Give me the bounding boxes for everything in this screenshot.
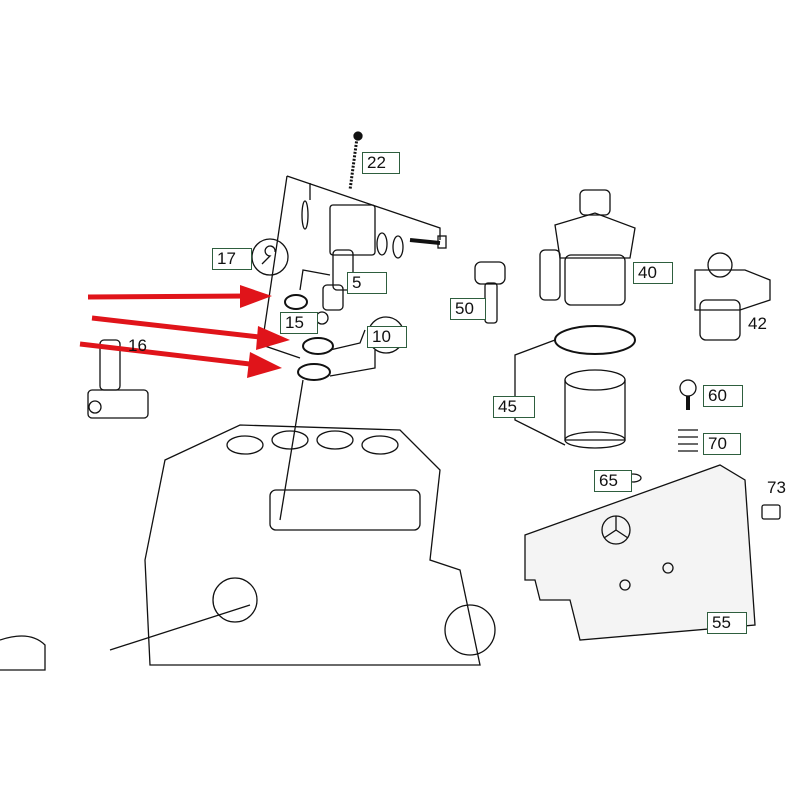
filter-42-drawing: [694, 252, 771, 341]
label-10: 10: [367, 326, 407, 348]
group-bracket-17: [251, 175, 447, 359]
label-15: 15: [280, 312, 318, 334]
filter-element-45-drawing: [564, 369, 626, 449]
label-65: 65: [594, 470, 632, 492]
label-70: 70: [703, 433, 741, 455]
label-73: 73: [767, 478, 786, 497]
o-ring-1: [284, 294, 308, 310]
o-ring-2: [302, 337, 334, 355]
label-60: 60: [703, 385, 743, 407]
injection-pump-5-drawing: [299, 204, 376, 325]
label-16: 16: [128, 336, 147, 355]
part-60-drawing: [679, 379, 697, 397]
bolt-22-drawing: [348, 131, 363, 191]
label-42: 42: [748, 314, 767, 333]
label-50: 50: [450, 298, 486, 320]
o-ring-3: [297, 363, 331, 381]
red-arrows: [79, 285, 290, 378]
part-16-drawing: [87, 339, 149, 419]
engine-cover-55-drawing: [524, 464, 756, 641]
seal-ring-45: [554, 325, 636, 355]
label-55: 55: [707, 612, 747, 634]
filter-housing-40-drawing: [539, 189, 636, 306]
label-17: 17: [212, 248, 252, 270]
label-22: 22: [362, 152, 400, 174]
clip-73-drawing: [761, 504, 781, 520]
label-40: 40: [633, 262, 673, 284]
label-5: 5: [347, 272, 387, 294]
engine-block-drawing: [0, 424, 496, 671]
spring-70-drawing: [678, 429, 698, 452]
label-45: 45: [493, 396, 535, 418]
